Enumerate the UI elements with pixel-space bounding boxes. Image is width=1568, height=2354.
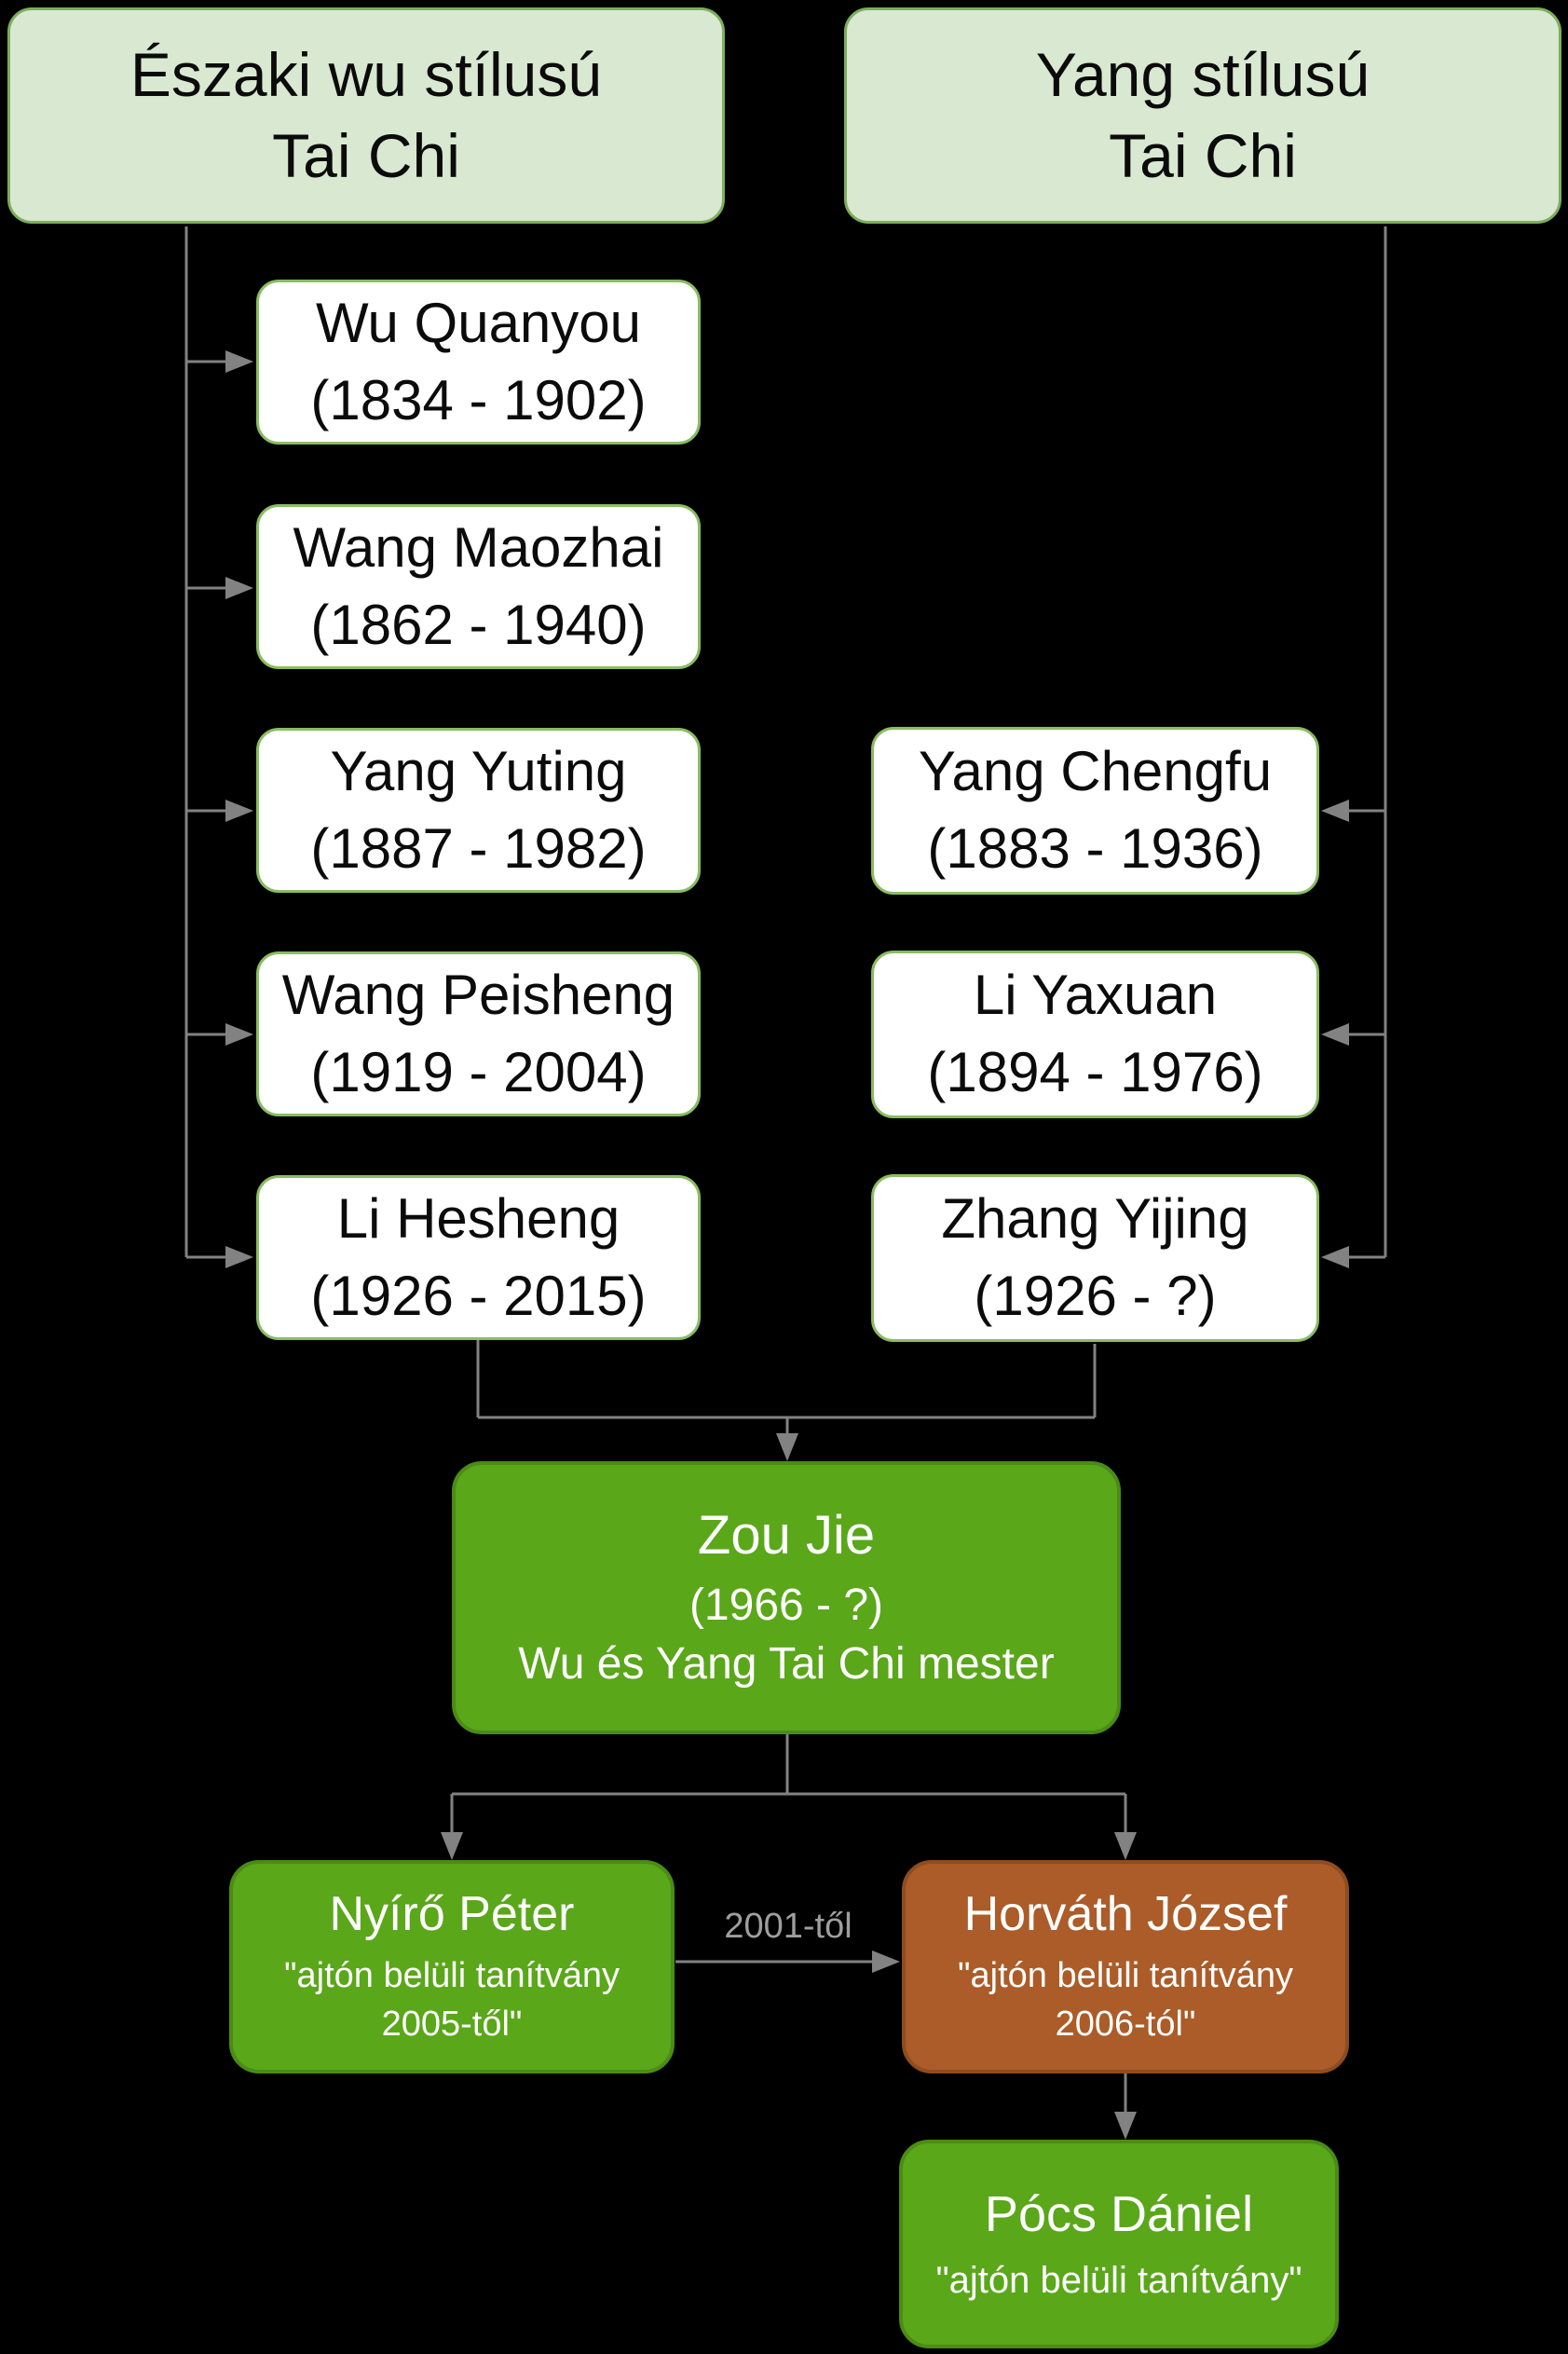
node-nyiro-peter: Nyírő Péter "ajtón belüli tanítvány 2005… — [229, 1860, 675, 2073]
person-years: (1883 - 1936) — [927, 817, 1263, 880]
header-line1: Yang stílusú — [1035, 39, 1370, 109]
person-note-line2: 2005-től" — [381, 2004, 523, 2044]
person-years: (1887 - 1982) — [310, 816, 647, 880]
person-years: (1919 - 2004) — [310, 1040, 647, 1103]
edge-label-2001: 2001-től — [724, 1907, 852, 1946]
person-note-line2: 2006-tól" — [1055, 2004, 1196, 2044]
person-name: Nyírő Péter — [329, 1887, 575, 1941]
person-note-line1: "ajtón belüli tanítvány — [284, 1956, 620, 1996]
node-pocs-daniel: Pócs Dániel "ajtón belüli tanítvány" — [899, 2140, 1339, 2348]
header-yang-style: Yang stílusú Tai Chi — [844, 7, 1561, 224]
node-wang-maozhai: Wang Maozhai (1862 - 1940) — [256, 504, 701, 669]
person-years: (1834 - 1902) — [310, 368, 647, 431]
person-name: Li Hesheng — [336, 1186, 620, 1250]
person-years: (1894 - 1976) — [927, 1041, 1263, 1103]
node-zou-jie: Zou Jie (1966 - ?) Wu és Yang Tai Chi me… — [452, 1461, 1121, 1734]
person-name: Wang Maozhai — [293, 515, 664, 579]
person-note: "ajtón belüli tanítvány" — [935, 2259, 1302, 2301]
person-name: Zou Jie — [697, 1504, 876, 1566]
person-name: Zhang Yijing — [941, 1187, 1249, 1251]
person-years: (1926 - ?) — [974, 1265, 1217, 1327]
node-wu-quanyou: Wu Quanyou (1834 - 1902) — [256, 280, 701, 445]
person-title: Wu és Yang Tai Chi mester — [518, 1638, 1055, 1689]
person-note-line1: "ajtón belüli tanítvány — [958, 1956, 1293, 1996]
node-li-yaxuan: Li Yaxuan (1894 - 1976) — [871, 951, 1319, 1118]
person-name: Horváth József — [963, 1887, 1288, 1941]
node-li-hesheng: Li Hesheng (1926 - 2015) — [256, 1175, 701, 1340]
person-name: Yang Chengfu — [918, 740, 1273, 803]
person-name: Li Yaxuan — [973, 964, 1218, 1027]
node-wang-peisheng: Wang Peisheng (1919 - 2004) — [256, 951, 701, 1116]
person-name: Wu Quanyou — [315, 291, 642, 354]
node-yang-yuting: Yang Yuting (1887 - 1982) — [256, 728, 701, 893]
header-line2: Tai Chi — [1109, 121, 1297, 190]
person-name: Yang Yuting — [330, 739, 627, 802]
person-name: Pócs Dániel — [984, 2186, 1254, 2243]
node-horvath-jozsef: Horváth József "ajtón belüli tanítvány 2… — [902, 1860, 1349, 2073]
header-line2: Tai Chi — [272, 121, 460, 190]
person-years: (1966 - ?) — [689, 1581, 884, 1631]
header-line1: Északi wu stílusú — [130, 39, 603, 109]
header-northern-wu-style: Északi wu stílusú Tai Chi — [7, 7, 725, 224]
person-years: (1862 - 1940) — [310, 593, 647, 656]
person-name: Wang Peisheng — [281, 963, 675, 1026]
node-zhang-yijing: Zhang Yijing (1926 - ?) — [871, 1174, 1319, 1342]
node-yang-chengfu: Yang Chengfu (1883 - 1936) — [871, 727, 1319, 895]
person-years: (1926 - 2015) — [310, 1264, 647, 1327]
